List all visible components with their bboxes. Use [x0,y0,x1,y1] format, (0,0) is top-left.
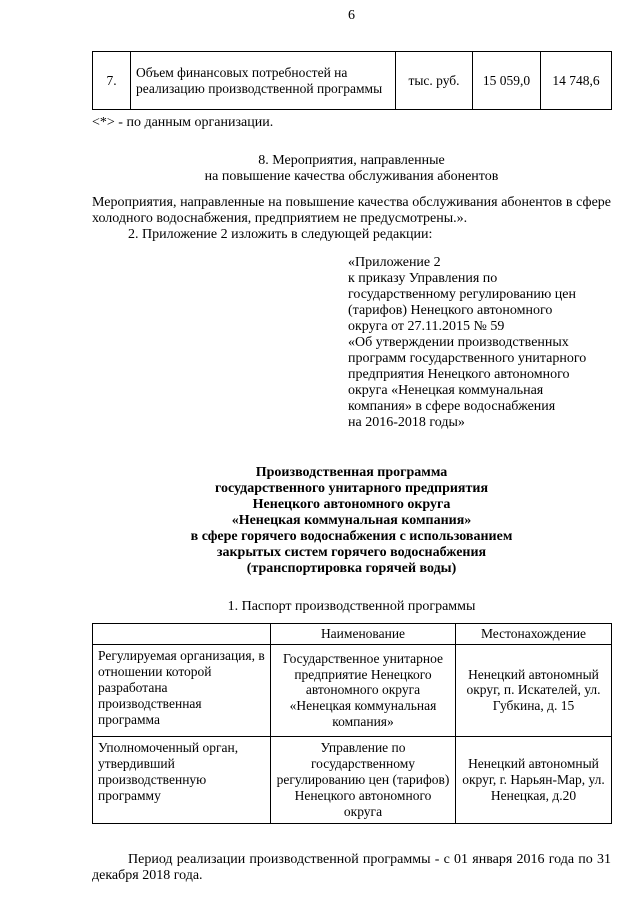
program-title: Производственная программа государственн… [92,465,611,577]
program-title-line: (транспортировка горячей воды) [246,561,457,576]
program-title-line: «Ненецкая коммунальная компания» [231,513,472,528]
header-location-cell: Местонахождение [455,623,612,645]
annex-line: на 2016-2018 годы» [348,415,465,430]
financial-needs-table: 7. Объем финансовых потребностей на реал… [92,51,612,110]
program-title-line: государственного унитарного предприятия [214,481,489,496]
program-title-line: Ненецкого автономного округа [252,497,451,512]
program-title-line: закрытых систем горячего водоснабжения [216,545,487,560]
section-8-heading-line-1: 8. Мероприятия, направленные [258,153,445,168]
passport-row-label: Уполномоченный орган, утвердивший произв… [92,735,271,824]
passport-heading: 1. Паспорт производственной программы [227,599,476,614]
program-title-line: Производственная программа [255,465,448,480]
row-value-2016-cell: 15 059,0 [472,51,541,110]
annex-line: компания» в сфере водоснабжения [348,399,556,414]
annex-line: округа «Ненецкая коммунальная [348,383,544,398]
annex-line: «Приложение 2 [348,255,441,270]
annex-line: предприятия Ненецкого автономного [348,367,570,382]
row-description-cell: Объем финансовых потребностей на реализа… [130,51,396,110]
footnote: <*> - по данным организации. [92,115,274,130]
closing-paragraph: Период реализации производственной прогр… [92,851,611,883]
annex-line: государственному регулированию цен [348,287,576,302]
passport-header-row: Наименование Местонахождение [92,623,612,645]
passport-row-authorized-body: Уполномоченный орган, утвердивший произв… [92,735,612,824]
passport-row-location: Ненецкий автономный округ, г. Нарьян-Мар… [455,735,612,824]
passport-row-name: Государственное унитарное предприятие Не… [270,643,456,737]
section-8-heading-line-2: на повышение качества обслуживания абоне… [204,169,499,184]
annex-line: округа от 27.11.2015 № 59 [348,319,505,334]
program-title-line: в сфере горячего водоснабжения с использ… [190,529,513,544]
annex-line: к приказу Управления по [348,271,498,286]
page-number: 6 [348,8,355,23]
section-8-paragraph: Мероприятия, направленные на повышение к… [92,195,611,226]
annex-line: «Об утверждении производственных [348,335,569,350]
row-unit-cell: тыс. руб. [395,51,473,110]
header-name-cell: Наименование [270,623,456,645]
table-row: 7. Объем финансовых потребностей на реал… [92,51,612,110]
passport-row-regulated-org: Регулируемая организация, в отношении ко… [92,643,612,737]
section-8-heading: 8. Мероприятия, направленные на повышени… [92,153,611,185]
passport-row-location: Ненецкий автономный округ, п. Искателей,… [455,643,612,737]
annex-reference-block: «Приложение 2 к приказу Управления по го… [348,255,611,431]
annex-line: программ государственного унитарного [348,351,587,366]
header-empty-cell [92,623,271,645]
passport-row-label: Регулируемая организация, в отношении ко… [92,643,271,737]
row-number-cell: 7. [92,51,131,110]
passport-table: Наименование Местонахождение Регулируема… [92,623,612,824]
row-value-2017-cell: 14 748,6 [540,51,612,110]
item-2-paragraph: 2. Приложение 2 изложить в следующей ред… [128,227,433,242]
passport-row-name: Управление по государственному регулиров… [270,735,456,824]
annex-line: (тарифов) Ненецкого автономного [348,303,553,318]
